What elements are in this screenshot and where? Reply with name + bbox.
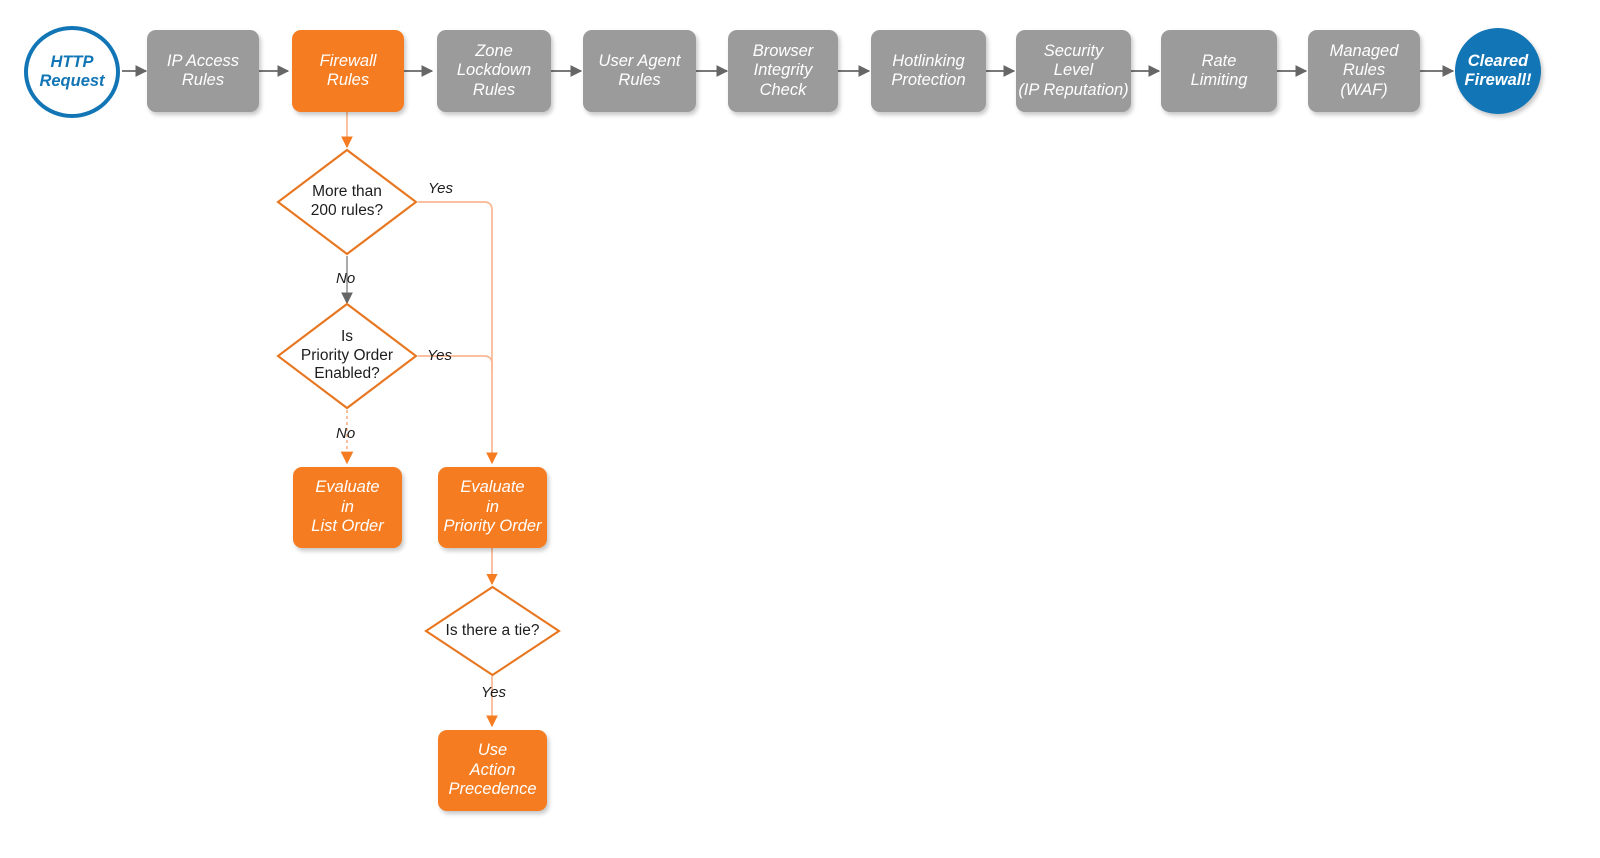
node-ip-access-rules-label: IP Access Rules [166, 51, 240, 89]
diamond-shape [424, 585, 561, 677]
node-evaluate-in-priority-order-label: Evaluate in Priority Order [443, 478, 542, 536]
edge-label-text: Yes [428, 180, 454, 197]
node-security-level[interactable]: Security Level (IP Reputation) [1016, 30, 1131, 112]
node-security-level-label: Security Level (IP Reputation) [1018, 41, 1129, 99]
edge-label-more-than-200-yes: Yes [428, 180, 453, 197]
node-user-agent-rules[interactable]: User Agent Rules [583, 30, 696, 112]
diamond-shape [276, 302, 418, 410]
edge-label-tie-yes: Yes [481, 684, 506, 701]
decision-more-than-200-rules[interactable]: More than 200 rules? [276, 148, 418, 256]
node-firewall-rules-label: Firewall Rules [319, 51, 377, 89]
node-http-request[interactable]: HTTP Request [24, 26, 120, 118]
node-rate-limiting[interactable]: Rate Limiting [1161, 30, 1277, 112]
node-browser-integrity-check-label: Browser Integrity Check [752, 41, 814, 99]
node-use-action-precedence[interactable]: Use Action Precedence [438, 730, 547, 811]
decision-more-than-200-rules-label: More than 200 rules? [310, 183, 384, 219]
decision-is-priority-order-enabled-label: Is Priority Order Enabled? [300, 328, 394, 383]
node-cleared-firewall-label: Cleared Firewall! [1464, 51, 1532, 89]
edge-label-text: Yes [481, 684, 507, 701]
node-zone-lockdown-rules-label: Zone Lockdown Rules [456, 41, 532, 99]
node-firewall-rules[interactable]: Firewall Rules [292, 30, 404, 112]
node-managed-rules-waf[interactable]: Managed Rules (WAF) [1308, 30, 1420, 112]
decision-is-there-a-tie[interactable]: Is there a tie? [424, 585, 561, 677]
decision-is-priority-order-enabled[interactable]: Is Priority Order Enabled? [276, 302, 418, 410]
edge-label-more-than-200-no: No [336, 270, 355, 287]
node-zone-lockdown-rules[interactable]: Zone Lockdown Rules [437, 30, 551, 112]
node-managed-rules-waf-label: Managed Rules (WAF) [1329, 41, 1399, 99]
edge-label-text: No [336, 425, 356, 442]
decision-is-there-a-tie-label: Is there a tie? [445, 621, 540, 639]
node-ip-access-rules[interactable]: IP Access Rules [147, 30, 259, 112]
node-hotlinking-protection[interactable]: Hotlinking Protection [871, 30, 986, 112]
edge-label-text: No [336, 270, 356, 287]
node-cleared-firewall[interactable]: Cleared Firewall! [1455, 28, 1541, 114]
node-hotlinking-protection-label: Hotlinking Protection [891, 51, 966, 89]
node-user-agent-rules-label: User Agent Rules [598, 51, 681, 89]
node-use-action-precedence-label: Use Action Precedence [448, 741, 537, 799]
edge-label-text: Yes [427, 347, 453, 364]
node-browser-integrity-check[interactable]: Browser Integrity Check [728, 30, 838, 112]
node-http-request-label: HTTP Request [39, 52, 105, 90]
diamond-shape [276, 148, 418, 256]
edge-label-priority-order-no: No [336, 425, 355, 442]
node-rate-limiting-label: Rate Limiting [1190, 51, 1248, 89]
node-evaluate-in-priority-order[interactable]: Evaluate in Priority Order [438, 467, 547, 548]
edge-more-than-200-yes [418, 201, 498, 465]
node-evaluate-in-list-order[interactable]: Evaluate in List Order [293, 467, 402, 548]
edge-label-priority-order-yes: Yes [427, 347, 452, 364]
node-evaluate-in-list-order-label: Evaluate in List Order [311, 478, 384, 536]
